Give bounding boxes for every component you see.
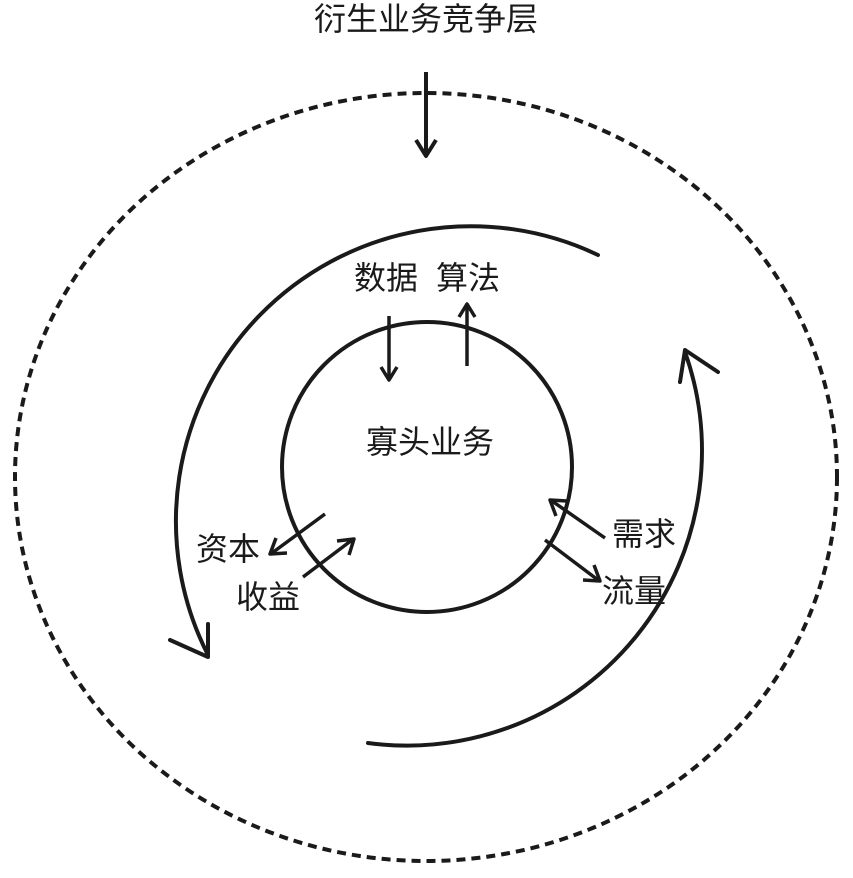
capital-arrow: [268, 512, 327, 556]
demand-arrow: [548, 498, 607, 540]
traffic-arrow: [543, 538, 602, 583]
revenue-label: 收益: [236, 578, 300, 616]
data-label: 数据: [354, 259, 418, 297]
core-label: 寡头业务: [366, 423, 494, 461]
demand-label: 需求: [612, 515, 676, 553]
algorithm-arrow: [457, 302, 477, 366]
outer-dashed-boundary: [13, 91, 839, 863]
left-cycle-arrow: [168, 224, 600, 659]
capital-label: 资本: [196, 530, 260, 568]
core-circle: [280, 320, 574, 614]
right-cycle-arrow: [366, 348, 720, 748]
algorithm-label: 算法: [436, 259, 500, 297]
traffic-label: 流量: [602, 572, 666, 610]
data-arrow: [379, 316, 399, 382]
revenue-arrow: [301, 537, 356, 579]
outer-layer-label: 衍生业务竞争层: [314, 0, 538, 38]
outer-entry-arrow: [414, 72, 438, 158]
